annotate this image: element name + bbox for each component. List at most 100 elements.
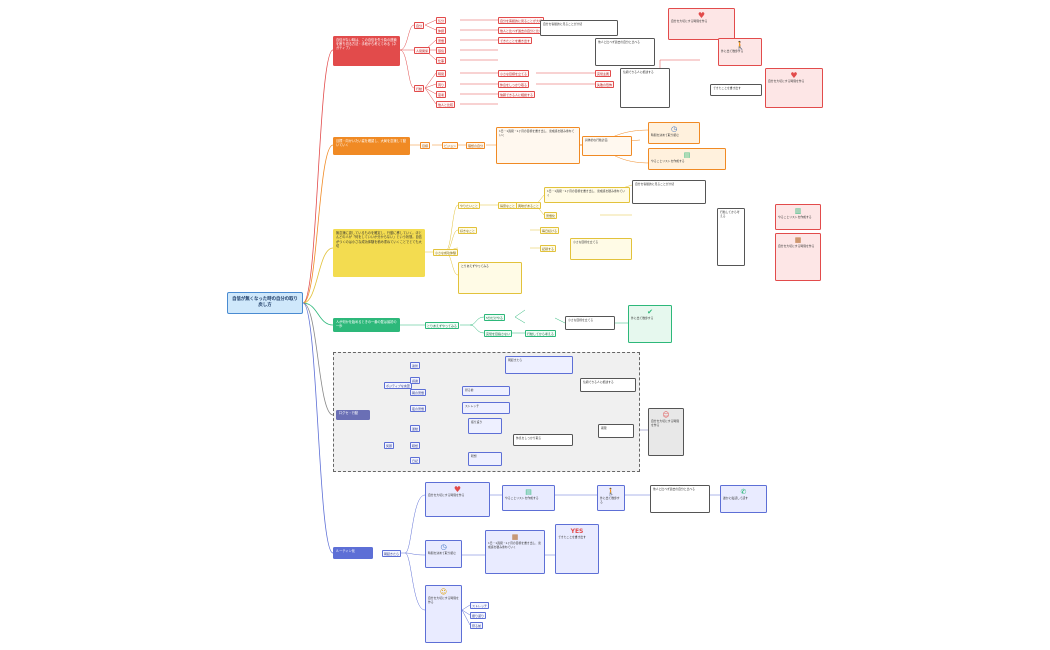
branch-routine[interactable]: ルーティン化 bbox=[333, 547, 373, 559]
note-consult[interactable]: 信頼できる人に相談する bbox=[498, 91, 535, 98]
tag-time[interactable]: 時間 bbox=[436, 70, 447, 77]
branch-unconscious-desire[interactable]: 無意識に欲しているものを確定し、行動に移していく。ほとんどの人が「何をしていいか… bbox=[333, 229, 425, 277]
branch-first-step[interactable]: 人が何かを始めるときの一番の壁は最初の一歩 bbox=[333, 318, 400, 332]
card-phone-text: 誰かに電話して話す bbox=[723, 496, 749, 500]
tag-diary[interactable]: 日記 bbox=[410, 457, 421, 464]
tag-ideal-self[interactable]: 理想の自分 bbox=[466, 142, 486, 149]
tag-night[interactable]: 夜の習慣 bbox=[410, 405, 427, 412]
note-box-orange-2: 具体的な行動計画 bbox=[582, 136, 632, 156]
tag-stretch[interactable]: ストレッチ bbox=[470, 602, 490, 609]
tag-record[interactable]: 記録する bbox=[540, 245, 557, 252]
branch-habits[interactable]: 口グセ・行動 bbox=[336, 410, 370, 420]
note-small-goal[interactable]: 小さな目標を立てる bbox=[498, 70, 530, 77]
tag-mood[interactable]: 気分 bbox=[436, 17, 447, 24]
card-doc-orange[interactable]: ▤ やることリストを作成する bbox=[648, 148, 726, 170]
tag-health[interactable]: 体調 bbox=[436, 27, 447, 34]
tag-before-bed[interactable]: 寝る前 bbox=[470, 622, 484, 629]
tag-like[interactable]: 好きなこと bbox=[458, 227, 478, 234]
tag-gratitude[interactable]: 感謝 bbox=[410, 377, 421, 384]
note-box-orange-1: 1日・1週間・1ヶ月の目標を書き出し、達成感を積み重ねていく bbox=[496, 127, 580, 164]
tag-work[interactable]: 仕事 bbox=[436, 57, 447, 64]
check-icon: ✔ bbox=[647, 308, 653, 316]
tag-morning-wake[interactable]: 朝起きたら bbox=[382, 550, 402, 557]
card-list-blue[interactable]: ▦ 1日・1週間・1ヶ月の目標を書き出し、達成感を積み重ねていく bbox=[485, 530, 545, 574]
note-box-yellow-3: とりあえずやってみる bbox=[458, 262, 522, 294]
tag-good-at[interactable]: 得意なこと bbox=[498, 202, 518, 209]
tag-positive-words[interactable]: ポジティブな言葉 bbox=[384, 382, 412, 389]
walking-icon: 🚶 bbox=[606, 488, 616, 496]
tag-act-first[interactable]: 行動してから考える bbox=[525, 330, 556, 337]
card-doc-blue[interactable]: ▤ やることリストを作成する bbox=[502, 485, 555, 511]
root-topic[interactable]: 自信が無くなった時の自分の取り戻し方 bbox=[227, 292, 303, 314]
card-walk-blue[interactable]: 🚶 外に出て散歩する bbox=[597, 485, 625, 511]
card-walk-blue-text: 外に出て散歩する bbox=[600, 496, 620, 504]
card-clock-blue[interactable]: ◷ 時間を決めて取り組む bbox=[425, 540, 462, 568]
yes-icon: YES bbox=[570, 528, 584, 535]
book-icon: ▥ bbox=[794, 207, 802, 215]
card-heart-red-2[interactable]: ♥ 自分を大切にする時間を作る bbox=[765, 68, 823, 108]
walking-icon: 🚶 bbox=[735, 41, 745, 50]
tag-posture[interactable]: 姿勢 bbox=[410, 362, 421, 369]
tag-review[interactable]: 振り返り bbox=[470, 612, 487, 619]
note-box-green-1: 小さな目標を立てる bbox=[565, 316, 615, 330]
card-clock-orange[interactable]: ◷ 時間を決めて取り組む bbox=[648, 122, 700, 144]
tag-meditation[interactable]: 瞑想 bbox=[410, 442, 421, 449]
branch-negative-cycle[interactable]: 自信がない時は、この自信を失う負の連鎖を断ち切る方法・手段から考えてみる（ネガテ… bbox=[333, 36, 400, 66]
card-heart-blue-text: 自分を大切にする時間を作る bbox=[428, 493, 465, 497]
note-objective[interactable]: 自分を客観的に見ることが大切 bbox=[498, 17, 545, 24]
heart-icon: ♥ bbox=[790, 71, 798, 80]
card-book-red[interactable]: ▥ やることリストを作成する bbox=[775, 204, 821, 230]
card-book-text: やることリストを作成する bbox=[778, 215, 812, 219]
card-phone-blue[interactable]: ✆ 誰かに電話して話す bbox=[720, 485, 767, 513]
card-heart-text: 自分を大切にする時間を作る bbox=[671, 19, 708, 23]
tag-not-perfect[interactable]: 完璧を目指さない bbox=[484, 330, 513, 337]
card-emoji-grey[interactable]: ☺ 自分を大切にする時間を作る bbox=[648, 408, 684, 456]
tag-success-experience[interactable]: 小さな成功体験 bbox=[433, 249, 459, 256]
note-box-red-4: できたことを書き出す bbox=[710, 84, 762, 96]
card-list-red[interactable]: ▦ 自分を大切にする時間を作る bbox=[775, 233, 821, 281]
card-heart-red[interactable]: ♥ 自分を大切にする時間を作る bbox=[668, 8, 735, 40]
card-emoji-blue-text: 自分を大切にする時間を作る bbox=[428, 596, 459, 604]
list-icon: ▦ bbox=[794, 236, 802, 244]
card-list-blue-text: 1日・1週間・1ヶ月の目標を書き出し、達成感を積み重ねていく bbox=[488, 541, 541, 549]
note-box-red-3: 信頼できる人に相談する bbox=[620, 68, 670, 108]
tag-self[interactable]: 自分 bbox=[414, 22, 425, 29]
tag-fear-failure[interactable]: 失敗の恐怖 bbox=[595, 81, 615, 88]
tag-environment[interactable]: 環境 bbox=[436, 47, 447, 54]
tag-action[interactable]: 行動 bbox=[414, 85, 425, 92]
branch-goal-vision[interactable]: 目標・向かいたい姿を確認し、大局を意識して動いていく bbox=[333, 137, 410, 155]
list-icon: ▦ bbox=[511, 533, 519, 541]
tag-habit[interactable]: 習慣 bbox=[436, 37, 447, 44]
note-box-grey-6: 休息をしっかり取る bbox=[513, 434, 573, 446]
card-green-text: 外に出て散歩する bbox=[631, 316, 654, 320]
tag-five-minutes[interactable]: 5分だけやる bbox=[484, 314, 505, 321]
tag-morning[interactable]: 朝の習慣 bbox=[410, 389, 427, 396]
card-green-check[interactable]: ✔ 外に出て散歩する bbox=[628, 305, 672, 343]
tag-exercise[interactable]: 運動 bbox=[410, 425, 421, 432]
card-emoji-text: 自分を大切にする時間を作る bbox=[651, 419, 679, 427]
note-rest[interactable]: 休息をしっかり取る bbox=[498, 81, 530, 88]
tag-comparison[interactable]: 他人と比較 bbox=[436, 101, 456, 108]
tag-relations[interactable]: 人間関係 bbox=[414, 47, 431, 54]
card-emoji-blue[interactable]: ☺ 自分を大切にする時間を作る bbox=[425, 585, 462, 643]
tag-daily[interactable]: 毎日続ける bbox=[540, 227, 560, 234]
smiley-icon: ☺ bbox=[662, 411, 670, 419]
document-icon: ▤ bbox=[683, 151, 691, 159]
card-yes-blue[interactable]: YES できたことを書き出す bbox=[555, 524, 599, 574]
tag-perfectionism[interactable]: 完璧主義 bbox=[595, 70, 612, 77]
note-write-down[interactable]: できたことを書き出す bbox=[498, 37, 533, 44]
card-heart-blue[interactable]: ♥ 自分を大切にする時間を作る bbox=[425, 482, 490, 517]
note-box-grey-4: 振り返り bbox=[468, 418, 502, 434]
card-walk-red[interactable]: 🚶 外に出て散歩する bbox=[718, 38, 762, 66]
tag-thinking[interactable]: 思考 bbox=[436, 91, 447, 98]
tag-interest[interactable]: 興味があること bbox=[516, 202, 542, 209]
note-box-yellow-2: 小さな目標を立てる bbox=[570, 238, 632, 260]
tag-want[interactable]: やりたいこと bbox=[458, 202, 481, 209]
tag-habituation[interactable]: 習慣化 bbox=[544, 212, 558, 219]
tag-surroundings[interactable]: 周り bbox=[436, 81, 447, 88]
tag-just-try[interactable]: とりあえずやってみる bbox=[425, 322, 459, 329]
tag-goal[interactable]: 目標 bbox=[420, 142, 431, 149]
tag-vision[interactable]: ビジョン bbox=[442, 142, 459, 149]
clock-icon: ◷ bbox=[440, 543, 447, 551]
tag-smile[interactable]: 笑顔 bbox=[384, 442, 395, 449]
